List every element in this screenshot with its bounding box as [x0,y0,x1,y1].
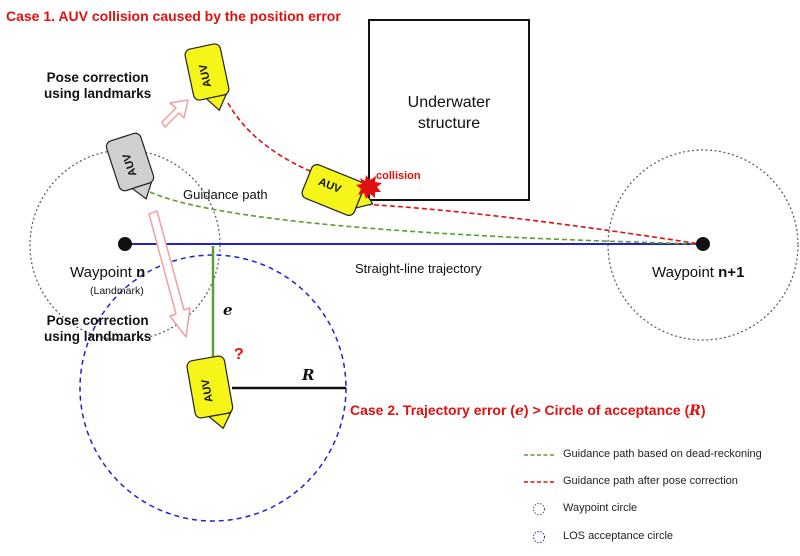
pose-correction-bottom: Pose correction using landmarks [44,313,151,344]
waypoint-n1-dot [696,237,710,251]
green-guidance-path [149,191,701,245]
waypoint-n1-label: Waypoint n+1 [652,264,744,281]
pose-correction-arrow-top [161,99,189,128]
r-label: R [302,366,315,384]
pose-correction-bottom-line1: Pose correction [46,313,149,328]
pose-correction-top-line1: Pose correction [46,70,149,85]
legend-item-red: Guidance path after pose correction [563,475,738,487]
collision-label: collision [376,170,421,182]
waypoint-n1-prefix: Waypoint [652,264,719,281]
legend-black-circle-icon [533,503,545,515]
pose-correction-top: Pose correction using landmarks [44,70,151,101]
collision-burst-icon [356,175,382,199]
underwater-structure-line2: structure [417,114,481,132]
e-label: e [223,301,233,319]
waypoint-n-landmark: (Landmark) [90,285,144,297]
waypoint-n-label: Waypoint n [70,264,145,281]
pose-correction-arrow-bottom [148,210,191,338]
legend-item-los-circle: LOS acceptance circle [563,530,674,542]
auv-collision [301,164,374,216]
case2-title: Case 2. Trajectory error (e) > Circle of… [350,402,706,419]
case2-suffix: ) [700,402,706,418]
case2-e: e [514,403,524,419]
waypoint-n-bold: n [136,264,146,281]
case2-middle: ) > Circle of acceptance ( [523,402,690,418]
underwater-structure-label: Underwater structure [369,93,529,135]
waypoint-n1-bold: n+1 [718,264,745,281]
legend-item-green: Guidance path based on dead-reckoning [563,448,762,460]
case1-title: Case 1. AUV collision caused by the posi… [6,8,341,24]
underwater-structure-box [368,19,530,201]
auv-gray [105,132,155,200]
waypoint-n-prefix: Waypoint [70,264,137,281]
case2-r: R [689,403,701,419]
auv-top [184,43,230,112]
red-guidance-path-upper [227,102,323,177]
waypoint-n-dot [118,237,132,251]
question-mark: ? [234,346,244,363]
legend-item-waypoint-circle: Waypoint circle [563,502,638,514]
auv-bottom [186,355,234,430]
pose-correction-bottom-line2: using landmarks [44,328,152,344]
guidance-path-label: Guidance path [183,187,268,202]
legend-blue-circle-icon [533,531,545,543]
pose-correction-top-line2: using landmarks [44,85,152,101]
red-guidance-path-lower [357,203,701,245]
underwater-structure-line1: Underwater [407,94,491,111]
case2-prefix: Case 2. Trajectory error ( [350,402,515,418]
straight-line-label: Straight-line trajectory [355,261,482,276]
